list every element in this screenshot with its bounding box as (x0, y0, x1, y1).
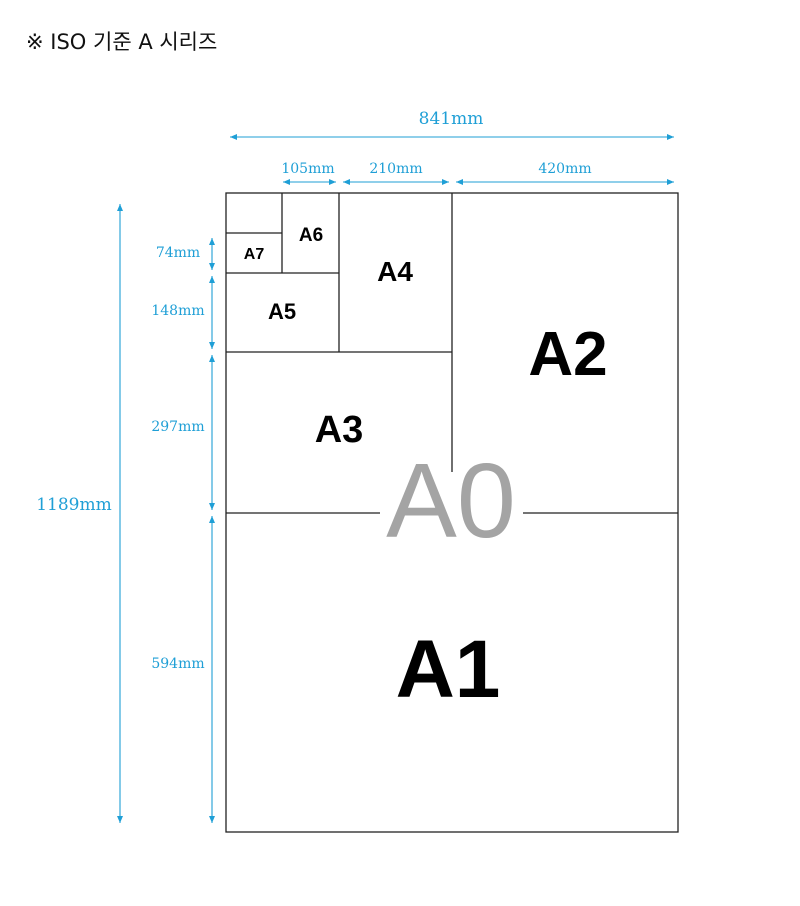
label-a3: A3 (315, 409, 364, 451)
dim-label-105: 105mm (281, 161, 334, 177)
dim-label-74: 74mm (156, 245, 200, 261)
label-a5: A5 (268, 299, 296, 324)
label-a2: A2 (528, 320, 607, 389)
vertical-dimensions (117, 204, 215, 823)
sheet-outlines (225, 192, 679, 833)
dim-label-841: 841mm (419, 109, 484, 129)
label-a6: A6 (299, 225, 323, 246)
dim-label-148: 148mm (151, 303, 204, 319)
dim-label-297: 297mm (151, 419, 204, 435)
dim-label-210: 210mm (369, 161, 422, 177)
label-a0: A0 (386, 442, 516, 560)
label-a4: A4 (377, 256, 413, 287)
dim-label-420: 420mm (538, 161, 591, 177)
dim-label-594: 594mm (151, 656, 204, 672)
label-a7: A7 (244, 246, 265, 263)
page-title: ※ ISO 기준 A 시리즈 (26, 30, 218, 54)
label-a1: A1 (396, 624, 501, 715)
horizontal-dimensions (230, 134, 674, 185)
dim-label-1189: 1189mm (36, 495, 112, 515)
